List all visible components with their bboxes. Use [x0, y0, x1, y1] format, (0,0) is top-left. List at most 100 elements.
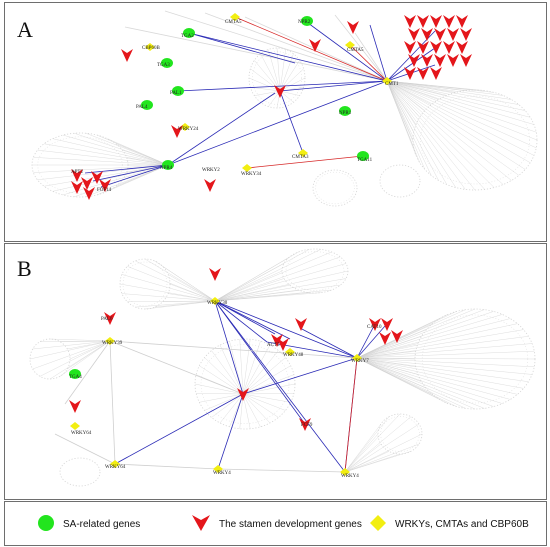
edge-a-gray: [74, 133, 169, 166]
edge-b-gray: [109, 340, 244, 395]
stamen-node: [430, 41, 442, 54]
edge-a-gray: [386, 80, 512, 181]
edge-a-gray: [386, 80, 537, 148]
node-label: TGA11: [357, 158, 373, 163]
stamen-node: [404, 67, 416, 80]
edge-b-blue: [214, 300, 268, 343]
panel-a-letter: A: [17, 17, 33, 42]
edge-b-gray: [356, 309, 485, 359]
edge-b-blue: [242, 357, 358, 395]
edge-b-gray: [356, 314, 503, 359]
edge-a-gray: [279, 53, 294, 92]
edge-a-gray: [386, 80, 476, 191]
edge-b-gray: [242, 393, 294, 395]
edge-b-gray: [356, 357, 416, 367]
edge-b-gray: [127, 300, 216, 302]
wrky-node: [213, 465, 223, 473]
edge-a-gray: [386, 80, 495, 188]
stamen-node: [99, 179, 111, 192]
edge-b-gray: [356, 318, 511, 359]
edge-b-gray: [239, 339, 244, 395]
stamen-node: [69, 400, 81, 413]
stamen-node: [404, 41, 416, 54]
edge-b-gray: [214, 278, 347, 302]
edge-a-gray: [386, 80, 414, 141]
edge-a-gray: [386, 80, 414, 133]
node-label: APT2: [71, 170, 83, 175]
stamen-node: [391, 330, 403, 343]
stamen-node: [237, 388, 249, 401]
edge-b-gray: [356, 357, 418, 375]
stamen-node: [71, 181, 83, 194]
edge-b-gray: [214, 249, 321, 302]
edge-b-blue: [356, 325, 386, 359]
node-label: NPR1: [339, 111, 352, 116]
edge-b-gray: [59, 340, 111, 342]
legend-sa-label: SA-related genes: [63, 519, 141, 530]
edge-b-gray: [356, 357, 533, 375]
wrky-node: [352, 354, 362, 362]
edge-a-gray: [386, 80, 504, 185]
node-label: WRKY2: [202, 168, 220, 173]
stamen-node: [456, 41, 468, 54]
edge-b-gray: [242, 393, 261, 427]
edge-b-gray: [109, 340, 116, 465]
cluster-b-top-left-inner: [122, 261, 168, 307]
edge-b-gray: [109, 340, 358, 359]
cluster-a-bottom-inner: [315, 171, 355, 205]
edge-b-gray: [135, 260, 216, 302]
edge-b-gray: [67, 340, 111, 350]
edge-a-gray: [260, 53, 281, 92]
stamen-node: [417, 15, 429, 28]
stamen-node: [209, 268, 221, 281]
node-label: TGA3: [157, 63, 170, 68]
stamen-node: [408, 54, 420, 67]
stamen-node: [421, 28, 433, 41]
edge-b-gray: [199, 393, 244, 403]
edge-b-gray: [242, 393, 271, 424]
stamen-node: [171, 125, 183, 138]
sa-node: [162, 160, 174, 170]
wrky-node: [110, 460, 120, 468]
edge-a-blue: [279, 90, 304, 154]
edge-a-gray: [386, 80, 512, 100]
edge-a-gray: [386, 80, 537, 133]
node-label: CMTA5: [347, 48, 364, 53]
edge-b-red: [344, 357, 358, 473]
edge-b-gray: [144, 258, 216, 302]
edge-b-gray: [356, 309, 466, 359]
edge-b-gray: [242, 374, 294, 395]
edge-b-gray: [219, 344, 244, 395]
cluster-a-right-inner: [420, 95, 530, 185]
edge-b-gray: [242, 393, 286, 411]
node-label: PAL1: [170, 91, 182, 96]
edge-b-gray: [29, 340, 111, 360]
edge-b-blue: [114, 393, 244, 465]
edge-a-blue: [84, 164, 169, 174]
edge-a-gray: [386, 80, 417, 125]
node-label: NPR2: [298, 20, 311, 25]
edge-b-gray: [121, 293, 216, 302]
node-label: NPR4: [160, 166, 173, 171]
stamen-node: [447, 28, 459, 41]
edge-b-gray: [196, 393, 244, 395]
legend-stamen: The stamen development genes: [191, 514, 362, 535]
edge-b-gray: [32, 340, 111, 350]
edge-b-gray: [356, 357, 422, 382]
node-label: TGA4: [69, 375, 82, 380]
node-label: WRKY7: [351, 359, 369, 364]
edge-a-gray: [276, 47, 281, 92]
node-label: TGA2: [181, 34, 194, 39]
node-label: FOF14: [97, 188, 112, 193]
edge-a-gray: [122, 149, 169, 166]
wrky-node: [382, 77, 392, 85]
node-label: WRKY39: [102, 341, 123, 346]
edge-b-gray: [242, 393, 279, 418]
edge-b-gray: [135, 300, 216, 308]
wrky-node: [210, 297, 220, 305]
sa-node: [161, 58, 173, 68]
edge-b-gray: [39, 340, 111, 377]
